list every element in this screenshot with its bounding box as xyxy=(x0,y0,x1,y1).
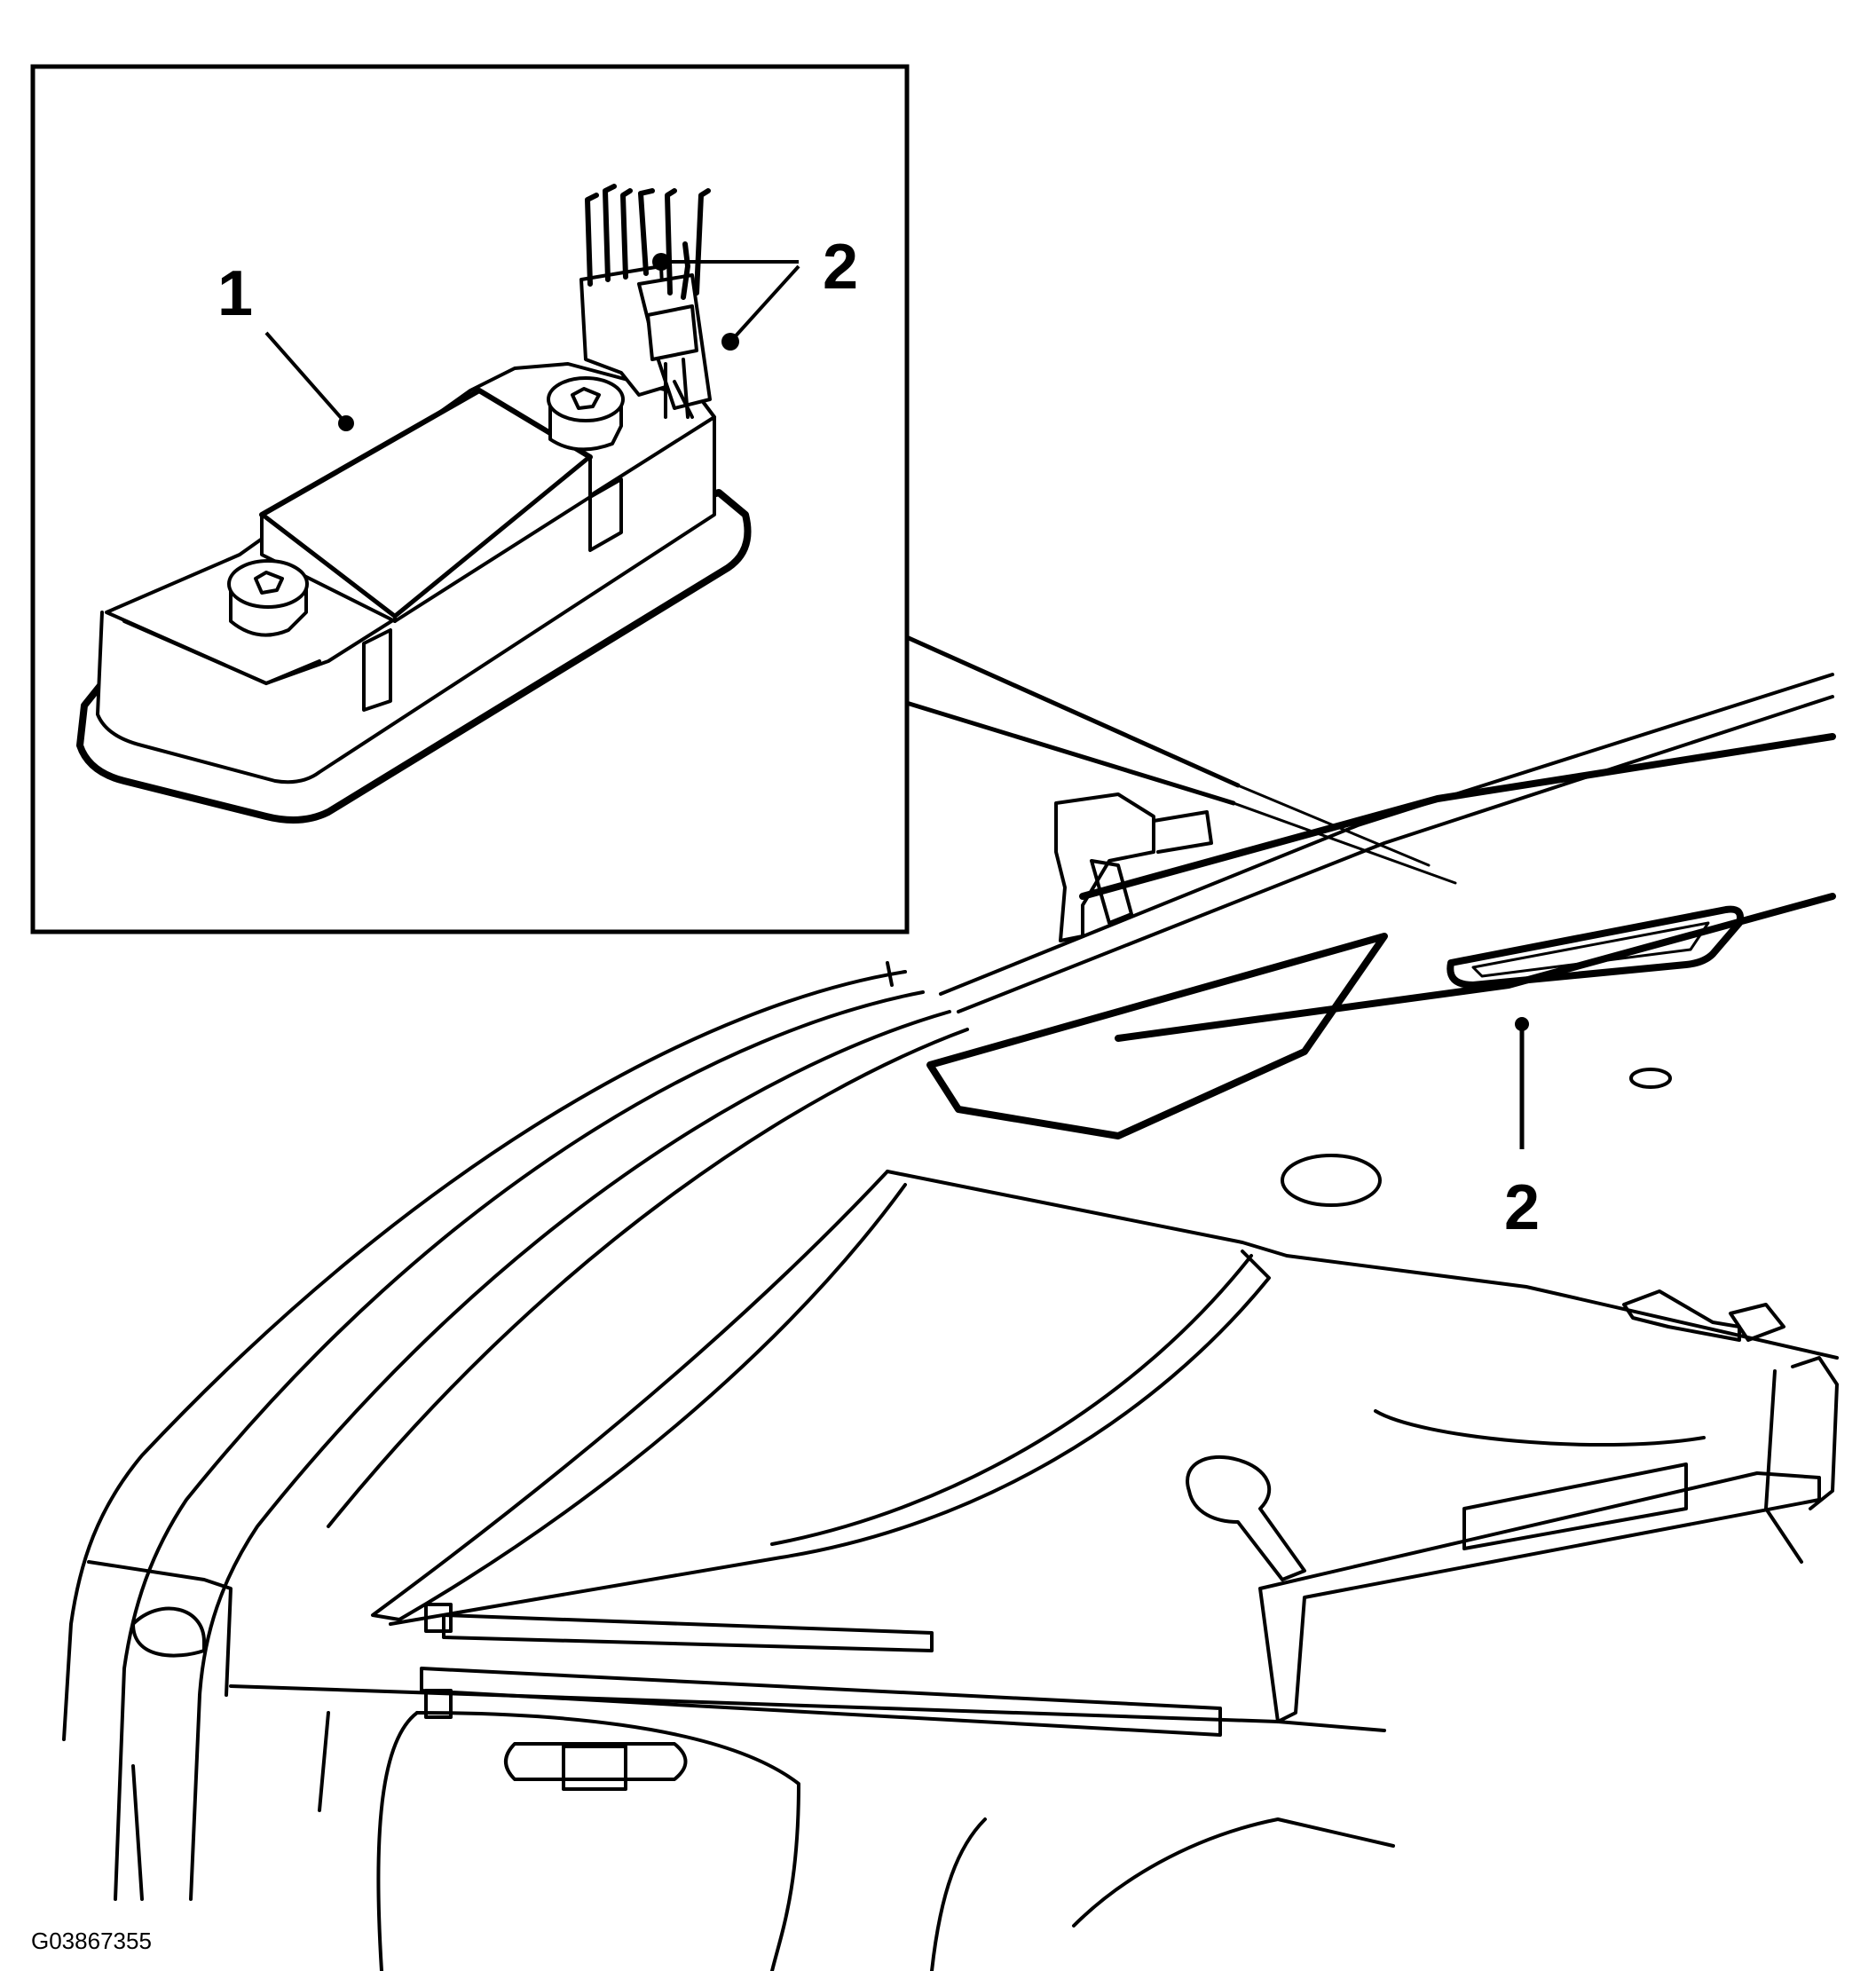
screw-front-head xyxy=(227,559,309,609)
lamp-opening xyxy=(1446,905,1744,989)
corner-fitting-2 xyxy=(1729,1303,1785,1342)
dash-cluster xyxy=(415,1711,800,1971)
inset-callout-1-label: 1 xyxy=(217,258,253,329)
inset-callout-2-label: 2 xyxy=(823,232,858,303)
inset-detail: 1 2 xyxy=(30,64,910,934)
roof-rail-inner2 xyxy=(327,1028,969,1528)
roof-rail-middle xyxy=(114,990,925,1901)
inset-callout-1: 1 xyxy=(217,258,354,431)
visor-right-handle xyxy=(1462,1462,1688,1550)
screw-front-torx xyxy=(254,571,284,595)
grab-handle xyxy=(1054,792,1155,942)
visor-clip-2 xyxy=(424,1689,453,1719)
interior-line-1 xyxy=(131,1764,144,1901)
connector-latch xyxy=(664,358,694,419)
dash-left-edge xyxy=(87,1560,233,1697)
lamp-cover-step xyxy=(588,477,623,552)
figure-id: G03867355 xyxy=(31,1928,152,1954)
headliner-outline xyxy=(926,933,1388,1139)
visor-clip xyxy=(424,1603,453,1633)
dash-cluster-left xyxy=(376,1711,419,1971)
dash-lower-line xyxy=(229,1684,1386,1732)
inset-callout-2: 2 xyxy=(652,232,858,351)
wire-3 xyxy=(620,188,633,280)
connector-clip xyxy=(646,304,698,361)
grab-handle-base xyxy=(1152,810,1213,854)
screw-rear-torx xyxy=(571,387,601,410)
inset-callout-2-dot-b xyxy=(721,333,739,351)
roof-edge-thick-upper xyxy=(1079,733,1836,900)
inset-callout-1-dot xyxy=(338,415,354,431)
right-pillar xyxy=(1791,1356,1839,1510)
dash-vent-left xyxy=(131,1606,206,1658)
sun-visor-right xyxy=(1258,1471,1821,1723)
windshield-left-panel xyxy=(371,1170,907,1621)
steering-curve xyxy=(1072,1817,1395,1928)
lamp-screw-front xyxy=(227,559,309,637)
screw-rear-head xyxy=(547,376,625,422)
wire-2 xyxy=(603,184,617,282)
visor-right-inner xyxy=(1374,1409,1706,1447)
visor-strip xyxy=(442,1613,934,1652)
corner-fitting xyxy=(1622,1289,1741,1342)
inset-leader-lower-thin xyxy=(1232,801,1457,885)
lamp-screw-rear xyxy=(547,376,625,452)
lamp-housing-rim xyxy=(122,619,321,685)
roof-edge-top2 xyxy=(957,695,1834,1013)
roof-rail-outer xyxy=(62,970,907,1741)
inset-leader xyxy=(898,632,1457,885)
inset-callout-2-dot-a xyxy=(652,253,670,271)
console-curve xyxy=(930,1817,987,1971)
dash-button-frame xyxy=(504,1742,688,1781)
wire-4 xyxy=(638,188,655,276)
main-callout-2: 2 xyxy=(1504,1017,1540,1243)
rear-view-mirror xyxy=(1186,1455,1306,1581)
wire-7 xyxy=(681,241,690,300)
inset-leader-upper-thin xyxy=(1236,784,1431,867)
inset-callout-1-leader xyxy=(264,331,346,423)
headliner-pad-2 xyxy=(1629,1068,1672,1089)
vehicle-roof-view xyxy=(62,673,1839,1971)
interior-line-3 xyxy=(886,961,894,987)
sun-visor-left xyxy=(389,1250,1271,1626)
lamp-opening-inner xyxy=(1471,921,1710,978)
dash-button xyxy=(562,1745,627,1791)
visor-long-strip xyxy=(420,1667,1222,1737)
lamp-unit xyxy=(76,184,752,824)
headliner-pad-1 xyxy=(1281,1154,1382,1207)
roof-edge-top xyxy=(939,673,1834,996)
interior-line-2 xyxy=(318,1711,330,1812)
inset-callout-2-leader-b xyxy=(730,264,800,342)
lamp-cover-notch xyxy=(362,628,392,712)
wire-1 xyxy=(585,193,599,287)
right-pillar-2 xyxy=(1764,1369,1803,1564)
roof-rail-inner xyxy=(189,1010,951,1901)
grab-handle-arm xyxy=(1090,859,1133,925)
inset-leader-upper xyxy=(898,632,1241,788)
inset-leader-lower xyxy=(898,698,1236,806)
main-callout-2-label: 2 xyxy=(1504,1172,1540,1243)
sun-visor-left-inner xyxy=(770,1254,1253,1546)
